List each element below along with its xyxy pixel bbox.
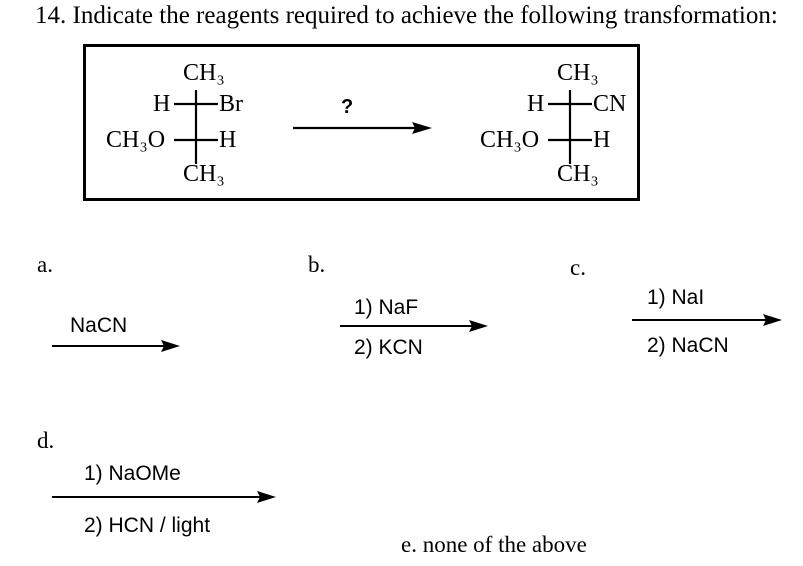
option-c-letter: c. — [570, 255, 586, 280]
product-bottom-group: CH₃ — [557, 161, 599, 187]
reaction-box — [83, 44, 640, 201]
option-b-letter: b. — [308, 252, 326, 277]
option-e-text: e. none of the above — [401, 532, 587, 557]
option-d-reagent-2: 2) HCN / light — [84, 514, 211, 537]
reactant-row2-right: H — [219, 127, 237, 153]
option-b-reagent-1: 1) NaF — [354, 296, 419, 319]
option-a-letter: a. — [37, 252, 53, 277]
question-text: 14. Indicate the reagents required to ac… — [35, 2, 778, 29]
option-c-reagent-2: 2) NaCN — [647, 334, 729, 357]
product-row1-right: CN — [593, 91, 627, 117]
reactant-row2-left: CH₃O — [106, 127, 166, 153]
product-row2-left: CH₃O — [480, 127, 540, 153]
product-top-group: CH₃ — [557, 60, 599, 86]
reactant-top-group: CH₃ — [183, 60, 225, 86]
option-d-reagent-1: 1) NaOMe — [84, 462, 181, 485]
product-row2-right: H — [593, 127, 611, 153]
reaction-arrow-label: ? — [341, 96, 354, 118]
reactant-row1-left: H — [153, 91, 171, 117]
option-a-reagent: NaCN — [70, 314, 128, 337]
reactant-row1-right: Br — [219, 91, 243, 117]
option-b-reagent-2: 2) KCN — [354, 336, 423, 359]
option-d-letter: d. — [37, 428, 55, 453]
reactant-bottom-group: CH₃ — [183, 161, 225, 187]
product-row1-left: H — [527, 91, 545, 117]
option-c-reagent-1: 1) NaI — [647, 286, 705, 309]
